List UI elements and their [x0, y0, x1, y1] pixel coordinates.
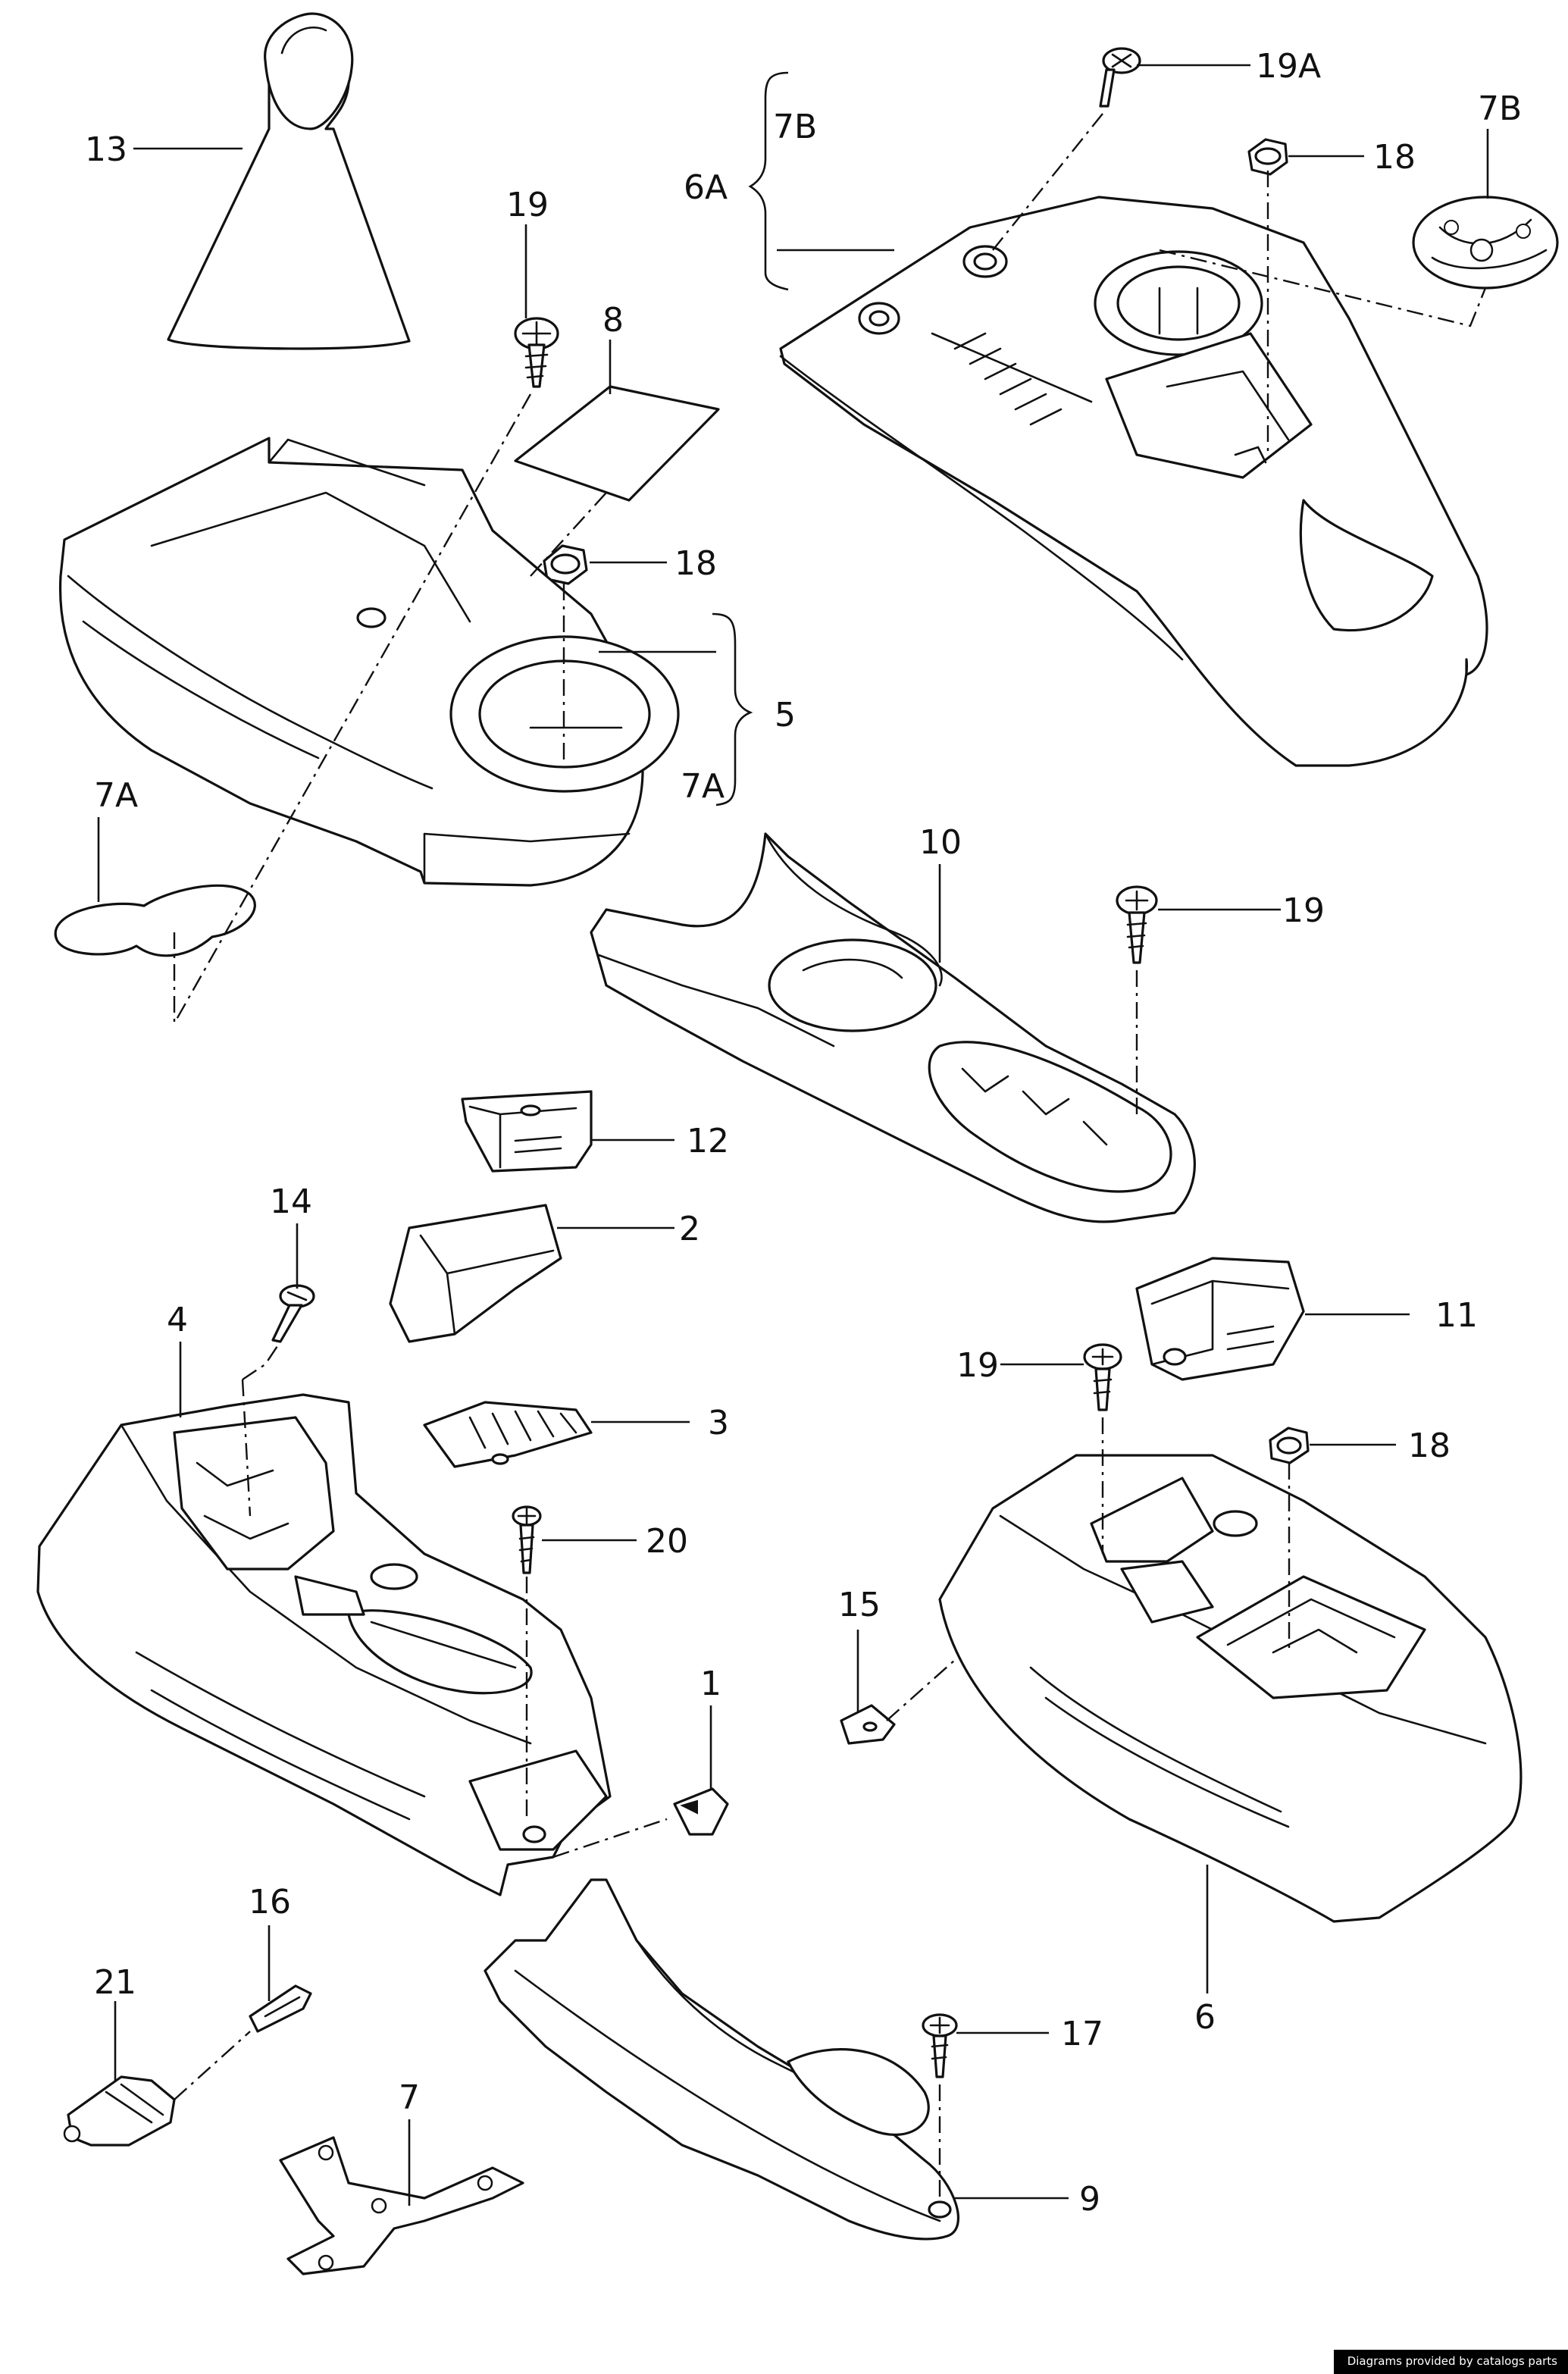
- callout-16: 16: [249, 1883, 291, 1921]
- console-front-5: [58, 437, 680, 887]
- callout-7a-left: 7A: [94, 776, 138, 815]
- callout-21: 21: [94, 1963, 136, 2002]
- console-rear-6: [938, 1454, 1523, 1923]
- screw-19a: [1099, 47, 1141, 108]
- mat-8: [514, 385, 720, 502]
- socket-21: [63, 2075, 176, 2147]
- callout-19-mid: 19: [1282, 891, 1325, 930]
- callout-19-lower: 19: [956, 1346, 999, 1385]
- callout-13: 13: [85, 130, 127, 169]
- callout-18-lower: 18: [1408, 1427, 1451, 1465]
- callout-labels: 13 19 8 18 5 7A 7A 19A 7B 6A 18 7B 10 19…: [85, 47, 1522, 2219]
- callout-17: 17: [1061, 2015, 1103, 2053]
- callout-12: 12: [687, 1122, 729, 1160]
- callout-7a-right: 7A: [681, 767, 725, 806]
- nut-18-top: [1247, 138, 1288, 176]
- nut-18-left: [543, 544, 588, 585]
- callout-19a: 19A: [1256, 47, 1321, 86]
- callout-19-top: 19: [506, 186, 549, 224]
- screw-17: [922, 2013, 958, 2078]
- gear-knob-boot: [167, 12, 411, 350]
- clip-1: [673, 1787, 729, 1836]
- callout-10: 10: [919, 823, 962, 862]
- callout-20: 20: [646, 1522, 688, 1561]
- screw-19-mid: [1116, 885, 1158, 964]
- callout-18-left: 18: [674, 544, 717, 583]
- callout-11: 11: [1435, 1296, 1478, 1335]
- screw-20: [512, 1505, 542, 1574]
- callout-15: 15: [838, 1586, 881, 1624]
- console-rear-6a: [779, 196, 1488, 767]
- callout-3: 3: [708, 1404, 729, 1442]
- switch-12: [461, 1090, 593, 1173]
- screw-14: [271, 1284, 315, 1343]
- bracket-7: [279, 2136, 524, 2275]
- callout-4: 4: [167, 1301, 188, 1339]
- clip-15: [840, 1704, 896, 1745]
- armrest-tunnel-9: [484, 1878, 959, 2241]
- assembly-lines: [173, 113, 1487, 2202]
- cap-7b: [1412, 196, 1559, 290]
- diagram-credit: Diagrams provided by catalogs parts: [1333, 2350, 1568, 2374]
- callout-5: 5: [775, 696, 796, 734]
- callout-14: 14: [270, 1182, 312, 1221]
- callout-7: 7: [399, 2078, 420, 2117]
- callout-8: 8: [602, 301, 624, 340]
- console-main-4: [36, 1393, 612, 1896]
- tray-2: [389, 1204, 562, 1343]
- screw-19-lower: [1083, 1343, 1122, 1411]
- callout-7b-top: 7B: [773, 108, 817, 146]
- callout-1: 1: [700, 1665, 721, 1703]
- grille-3: [423, 1401, 593, 1468]
- callout-2: 2: [679, 1210, 700, 1248]
- callout-7b-right: 7B: [1478, 89, 1522, 128]
- callout-18-top: 18: [1373, 138, 1416, 177]
- callout-6a: 6A: [684, 168, 728, 207]
- nut-18-lower: [1269, 1427, 1310, 1464]
- ring-7a: [54, 884, 256, 957]
- leader-lines: [97, 64, 1489, 2206]
- screw-19-top: [514, 317, 559, 388]
- callout-6: 6: [1194, 1998, 1216, 2037]
- bulb-16: [249, 1984, 312, 2033]
- armrest-base-10: [590, 832, 1196, 1223]
- switch-11: [1135, 1257, 1305, 1381]
- callout-9: 9: [1079, 2180, 1100, 2219]
